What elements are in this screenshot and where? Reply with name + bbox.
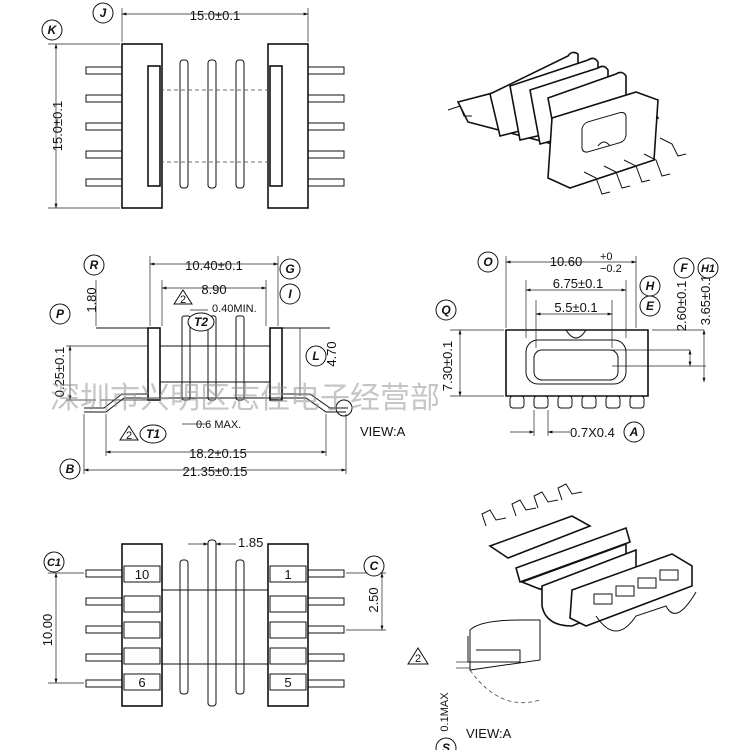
label-c1: C1 (47, 557, 61, 569)
tol-plus: +0 (600, 251, 613, 263)
dim-pin: 0.7X0.4 (570, 425, 615, 440)
label-q: Q (441, 303, 451, 317)
label-h1: H1 (701, 263, 715, 275)
top-view: 15.0±0.1 J 15.0±0.1 K (41, 2, 345, 209)
top-height-dimension: 15.0±0.1 (50, 101, 65, 152)
top-left-pins (85, 66, 123, 187)
iso-bottom-pads (593, 569, 679, 605)
label-a: A (629, 425, 639, 439)
dim-1000: 10.00 (40, 614, 55, 647)
pin-6: 6 (138, 675, 145, 690)
top-width-dimension: 15.0±0.1 (190, 8, 241, 23)
dim-180: 1.80 (84, 287, 99, 312)
dim-55: 5.5±0.1 (554, 300, 597, 315)
side-view: 10.40±0.1 8.90 1.80 0.40MIN. 0.25±0.1 4.… (49, 254, 406, 480)
label-s: S (442, 741, 450, 750)
pin-1: 1 (284, 567, 291, 582)
dim-2135: 21.35±0.15 (183, 464, 248, 479)
watermark: 深圳市兴明区志佳电子经营部 (50, 381, 440, 416)
bottom-left-pins (85, 569, 123, 688)
dim-730: 7.30±0.1 (440, 341, 455, 392)
bottom-right-pins (307, 569, 345, 688)
dim-06: 0.6 MAX. (196, 419, 241, 431)
dim-01: 0.1MAX (439, 692, 451, 732)
label-t1: T1 (146, 427, 160, 441)
triangle-2-upper: 2 (180, 294, 186, 306)
pin-5: 5 (284, 675, 291, 690)
front-pins (509, 395, 645, 409)
triangle-2-lower: 2 (126, 430, 132, 442)
tol-minus: −0.2 (600, 263, 622, 275)
bottom-view: 10 1 6 5 1.85 2.50 10.00 C1 C (40, 535, 386, 707)
label-l: L (312, 349, 319, 363)
label-b: B (66, 462, 75, 476)
dim-185: 1.85 (238, 535, 263, 550)
label-r: R (90, 258, 99, 272)
dim-182: 18.2±0.15 (189, 446, 247, 461)
dim-675: 6.75±0.1 (553, 276, 604, 291)
dim-1040: 10.40±0.1 (185, 258, 243, 273)
label-k: K (48, 23, 58, 37)
label-o: O (483, 255, 493, 269)
detail-view-label: VIEW:A (466, 726, 512, 741)
dim-365: 3.65±0.1 (698, 275, 713, 326)
label-f: F (680, 261, 688, 275)
label-e: E (646, 299, 655, 313)
dim-1060: 10.60 (550, 254, 583, 269)
label-i: I (288, 287, 292, 301)
dim-890: 8.90 (201, 282, 226, 297)
side-view-label: VIEW:A (360, 424, 406, 439)
label-j: J (100, 6, 107, 20)
dim-470: 4.70 (324, 341, 339, 366)
label-p: P (56, 307, 65, 321)
label-g: G (285, 262, 294, 276)
dim-250: 2.50 (366, 587, 381, 612)
iso-top-pins (447, 105, 687, 195)
dim-025: 0.25±0.1 (52, 347, 67, 398)
pin-10: 10 (135, 567, 149, 582)
triangle-2-detail: 2 (415, 653, 421, 665)
label-t2: T2 (194, 315, 208, 329)
label-c: C (370, 559, 379, 573)
dim-260: 2.60±0.1 (674, 281, 689, 332)
top-right-pins (307, 66, 345, 187)
detail-view: 0.1MAX 2 VIEW:A S (407, 619, 541, 750)
dim-040: 0.40MIN. (212, 303, 257, 315)
isometric-view-top (447, 51, 687, 195)
isometric-view-bottom (481, 483, 697, 632)
front-view: 10.60 +0 −0.2 6.75±0.1 5.5±0.1 2.60±0.1 … (435, 251, 719, 443)
label-h: H (646, 279, 655, 293)
iso-bottom-pins (481, 483, 583, 527)
bottom-pads-left (123, 565, 161, 691)
bottom-pads-right (269, 565, 307, 691)
